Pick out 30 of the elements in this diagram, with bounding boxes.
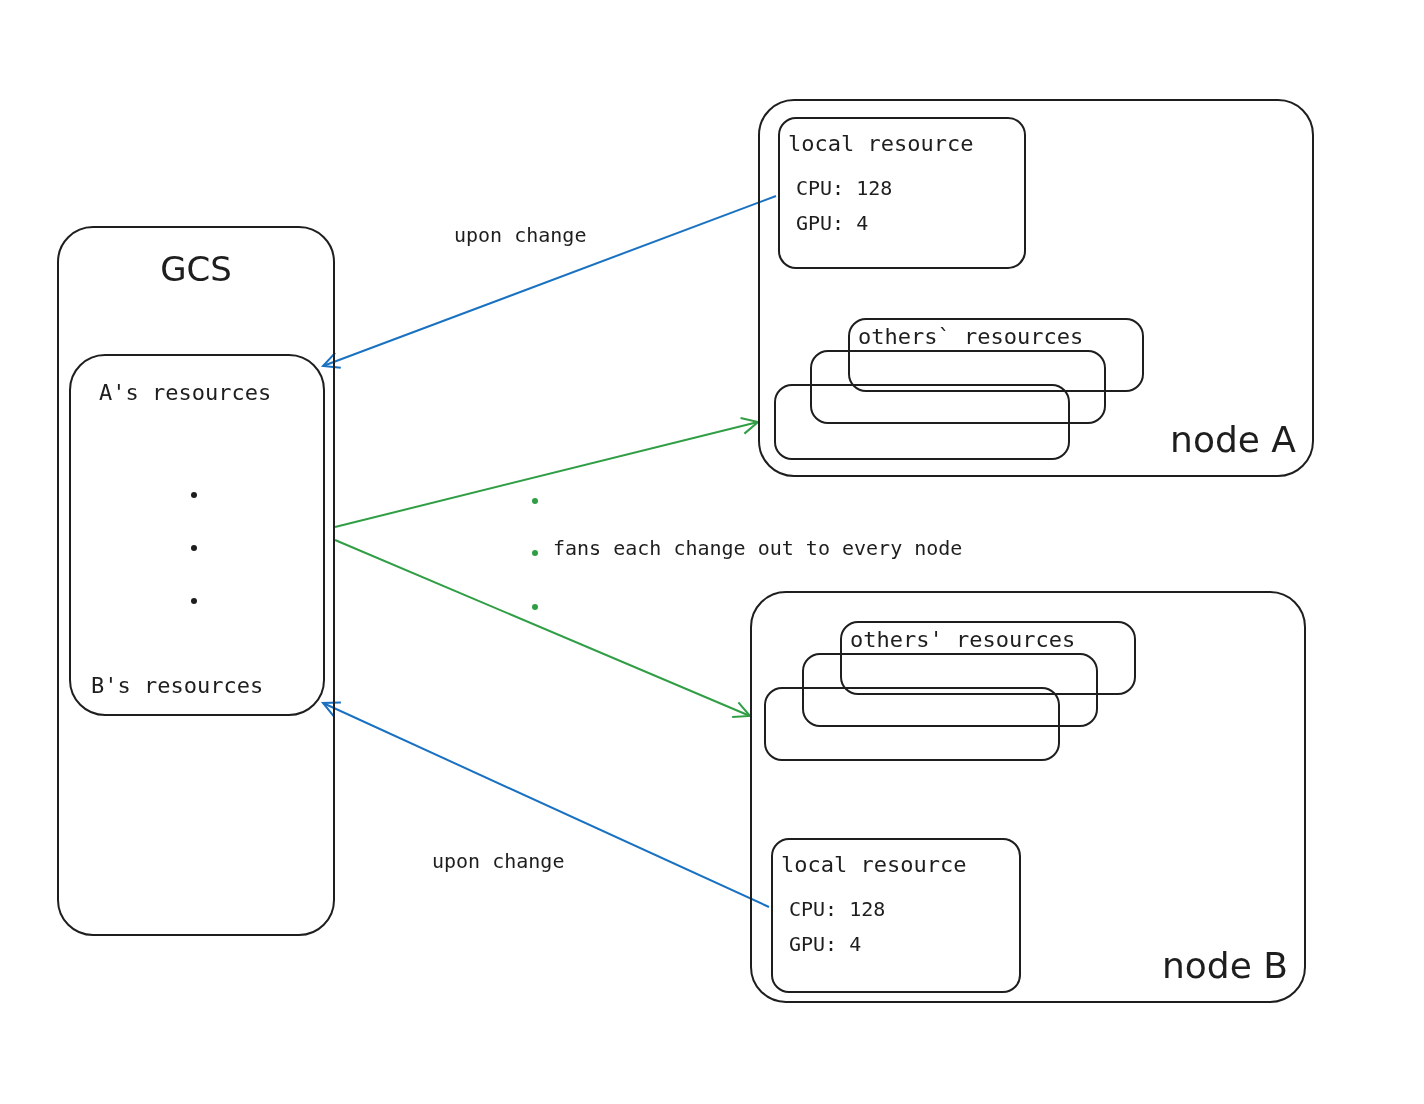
container-box <box>57 226 335 936</box>
arrow <box>334 539 751 719</box>
box-heading: local resource <box>781 851 967 879</box>
box-heading: A's resources <box>99 379 272 407</box>
box-heading: local resource <box>788 130 974 158</box>
empty-box <box>802 653 1098 727</box>
resource-value: GPU: 4 <box>789 931 862 958</box>
resource-box <box>771 838 1021 993</box>
resource-value: CPU: 128 <box>796 175 893 202</box>
arrow <box>322 195 777 369</box>
resource-value: CPU: 128 <box>789 896 886 923</box>
box-title: GCS <box>159 248 233 291</box>
container-box <box>69 354 325 716</box>
box-heading: others' resources <box>850 626 1076 654</box>
note: fans each change out to every node <box>553 535 963 562</box>
empty-box <box>774 384 1070 460</box>
box-title: node A <box>1170 418 1296 462</box>
arrow <box>322 701 770 908</box>
box-title: node B <box>1162 944 1288 988</box>
container-box <box>758 99 1314 477</box>
resource-box <box>778 117 1026 269</box>
box-heading: others` resources <box>858 323 1084 351</box>
resource-box <box>848 318 1144 392</box>
arrow <box>334 417 759 528</box>
resource-box <box>840 621 1136 695</box>
box-heading: B's resources <box>91 672 264 700</box>
resource-value: GPU: 4 <box>796 210 869 237</box>
empty-box <box>764 687 1060 761</box>
container-box <box>750 591 1306 1003</box>
empty-box <box>810 350 1106 424</box>
